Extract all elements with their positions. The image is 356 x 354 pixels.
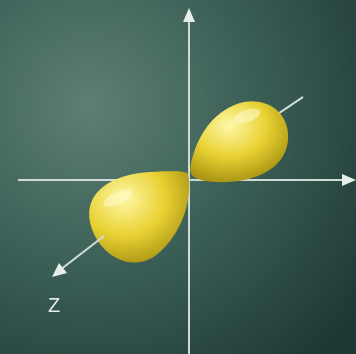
z-axis-arrowhead bbox=[52, 263, 67, 277]
orbital-lobe-upper bbox=[190, 101, 289, 183]
lobe-upper-highlight bbox=[233, 108, 261, 124]
z-axis-front bbox=[59, 235, 105, 271]
x-axis-arrowhead bbox=[342, 174, 356, 186]
z-axis-label: Z bbox=[48, 295, 60, 317]
lobe-lower-highlight bbox=[103, 189, 133, 207]
y-axis-arrowhead bbox=[183, 8, 195, 22]
